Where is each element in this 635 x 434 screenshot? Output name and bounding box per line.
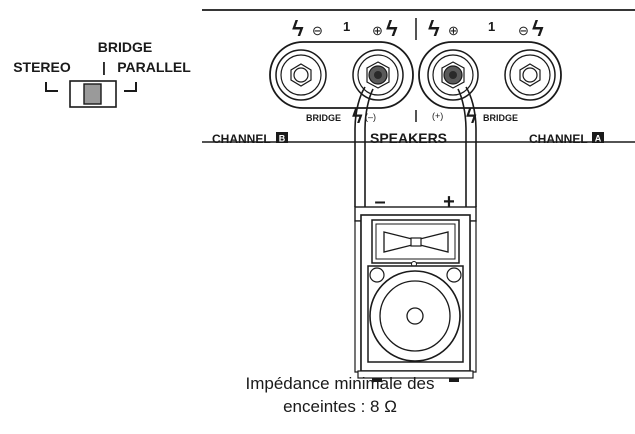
- caption-line-2: enceintes : 8 Ω: [283, 397, 397, 416]
- speakon-jack-b-minus: [352, 49, 404, 101]
- port-top-left: [369, 267, 385, 283]
- switch-label-parallel: PARALLEL: [117, 59, 191, 75]
- port-top-right: [446, 267, 462, 283]
- foot-left: [372, 378, 382, 382]
- switch-bracket-left: [45, 82, 58, 92]
- channel-a-label: CHANNEL: [529, 132, 588, 146]
- channel-a-badge: A: [595, 134, 602, 144]
- channel-a-badge-box: [592, 132, 604, 143]
- switch-label-bridge: BRIDGE: [98, 39, 152, 55]
- switch-label-separator: |: [102, 59, 106, 75]
- woofer-dustcap: [406, 307, 424, 325]
- channel-b-label: CHANNEL: [212, 132, 271, 146]
- cable-minus-inner: [364, 88, 374, 207]
- polarity-plus-icon: ⊕: [448, 23, 459, 38]
- impedance-caption: Impédance minimale des enceintes : 8 Ω: [170, 372, 510, 418]
- switch-toggle[interactable]: [83, 83, 102, 105]
- polarity-plus-icon: ⊕: [372, 23, 383, 38]
- bridge-label-left: BRIDGE: [306, 113, 341, 123]
- cable-plus-inner: [457, 88, 467, 207]
- speaker-cabinet: [354, 206, 477, 382]
- polarity-minus-icon: ⊖: [312, 23, 323, 38]
- caption-line-1: Impédance minimale des: [245, 374, 435, 393]
- lightning-icon: ϟ: [386, 16, 398, 41]
- channel-b-badge-box: [276, 132, 288, 143]
- channel-b-badge: B: [279, 134, 286, 144]
- channel-number: 1: [488, 19, 495, 34]
- channel-number: 1: [343, 19, 350, 34]
- lightning-icon: ϟ: [466, 106, 477, 128]
- speaker-cables: – +: [354, 86, 477, 213]
- polarity-minus-icon: ⊖: [518, 23, 529, 38]
- speakers-label: SPEAKERS: [370, 130, 447, 146]
- lightning-icon: ϟ: [292, 16, 304, 41]
- speakon-jack-a-unused: [504, 49, 556, 101]
- minus-paren-label: (–): [365, 112, 376, 122]
- switch-label-stereo: STEREO: [13, 59, 71, 75]
- rear-panel: ϟ ⊖ 1 ⊕ ϟ ϟ ⊕ 1 ⊖ ϟ: [202, 9, 635, 146]
- horn-throat: [410, 237, 422, 247]
- speakon-jack-b-unused: [275, 49, 327, 101]
- bridge-label-right: BRIDGE: [483, 113, 518, 123]
- cabinet-side-left: [354, 220, 362, 373]
- mode-switch: BRIDGE STEREO | PARALLEL: [13, 39, 191, 108]
- foot-right: [449, 378, 459, 382]
- cable-plus: [465, 86, 477, 207]
- speakon-jack-a-plus: [427, 49, 479, 101]
- speaker-minus-label: –: [374, 191, 385, 213]
- lightning-icon: ϟ: [532, 16, 544, 41]
- cabinet-base: [357, 370, 474, 379]
- lightning-icon: ϟ: [428, 16, 440, 41]
- cabinet-side-right: [469, 220, 477, 373]
- speaker-plus-label: +: [443, 191, 455, 213]
- cable-minus: [354, 86, 366, 207]
- switch-bracket-right: [124, 82, 137, 92]
- lightning-icon: ϟ: [352, 106, 363, 128]
- plus-paren-label: (+): [432, 111, 443, 121]
